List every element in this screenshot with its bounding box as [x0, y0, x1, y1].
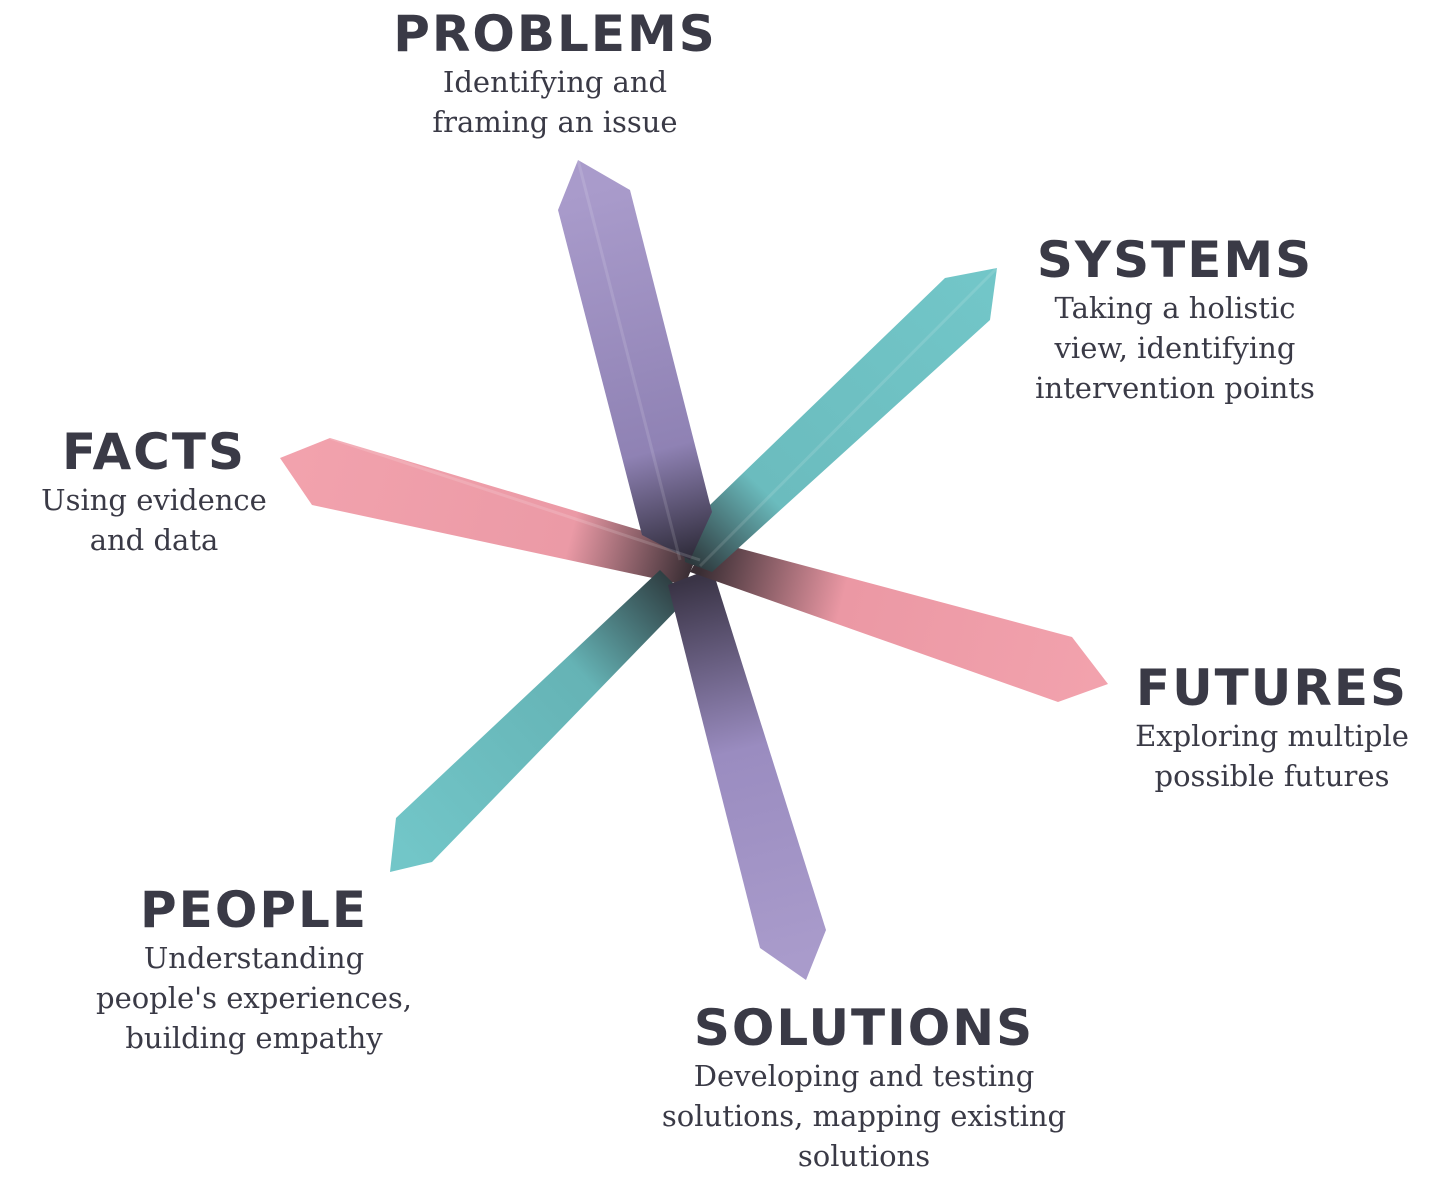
systems-arm	[682, 268, 997, 572]
futures-label: FUTURES Exploring multiple possible futu…	[1104, 660, 1440, 796]
people-desc-line-2: people's experiences,	[96, 981, 412, 1015]
systems-label: SYSTEMS Taking a holistic view, identify…	[990, 232, 1360, 408]
systems-desc-line-2: view, identifying	[1054, 331, 1296, 365]
people-desc-line-1: Understanding	[143, 941, 365, 975]
problems-desc-line-2: framing an issue	[432, 105, 678, 139]
people-label: PEOPLE Understanding people's experience…	[54, 882, 454, 1058]
futures-title: FUTURES	[1135, 659, 1409, 717]
solutions-desc-line-3: solutions	[797, 1139, 931, 1173]
solutions-title: SOLUTIONS	[693, 999, 1035, 1057]
facts-desc-line-1: Using evidence	[41, 483, 267, 517]
people-desc-line-3: building empathy	[125, 1021, 383, 1055]
futures-desc-line-1: Exploring multiple	[1135, 719, 1409, 753]
people-title: PEOPLE	[140, 881, 368, 939]
facts-desc-line-2: and data	[89, 523, 219, 557]
solutions-desc-line-2: solutions, mapping existing	[661, 1099, 1067, 1133]
systems-title: SYSTEMS	[1036, 231, 1314, 289]
people-arm	[390, 570, 688, 872]
solutions-desc-line-1: Developing and testing	[693, 1059, 1035, 1093]
problems-title: PROBLEMS	[393, 5, 717, 63]
problems-arm	[558, 160, 712, 560]
facts-label: FACTS Using evidence and data	[4, 424, 304, 560]
solutions-label: SOLUTIONS Developing and testing solutio…	[604, 1000, 1124, 1176]
systems-desc-line-1: Taking a holistic	[1054, 291, 1296, 325]
systems-desc-line-3: intervention points	[1035, 371, 1315, 405]
facts-arm	[280, 438, 700, 585]
futures-arm	[690, 540, 1108, 702]
problems-desc-line-1: Identifying and	[442, 65, 668, 99]
solutions-arm	[668, 568, 826, 980]
facts-title: FACTS	[62, 423, 246, 481]
futures-desc-line-2: possible futures	[1154, 759, 1390, 793]
problems-label: PROBLEMS Identifying and framing an issu…	[355, 6, 755, 142]
